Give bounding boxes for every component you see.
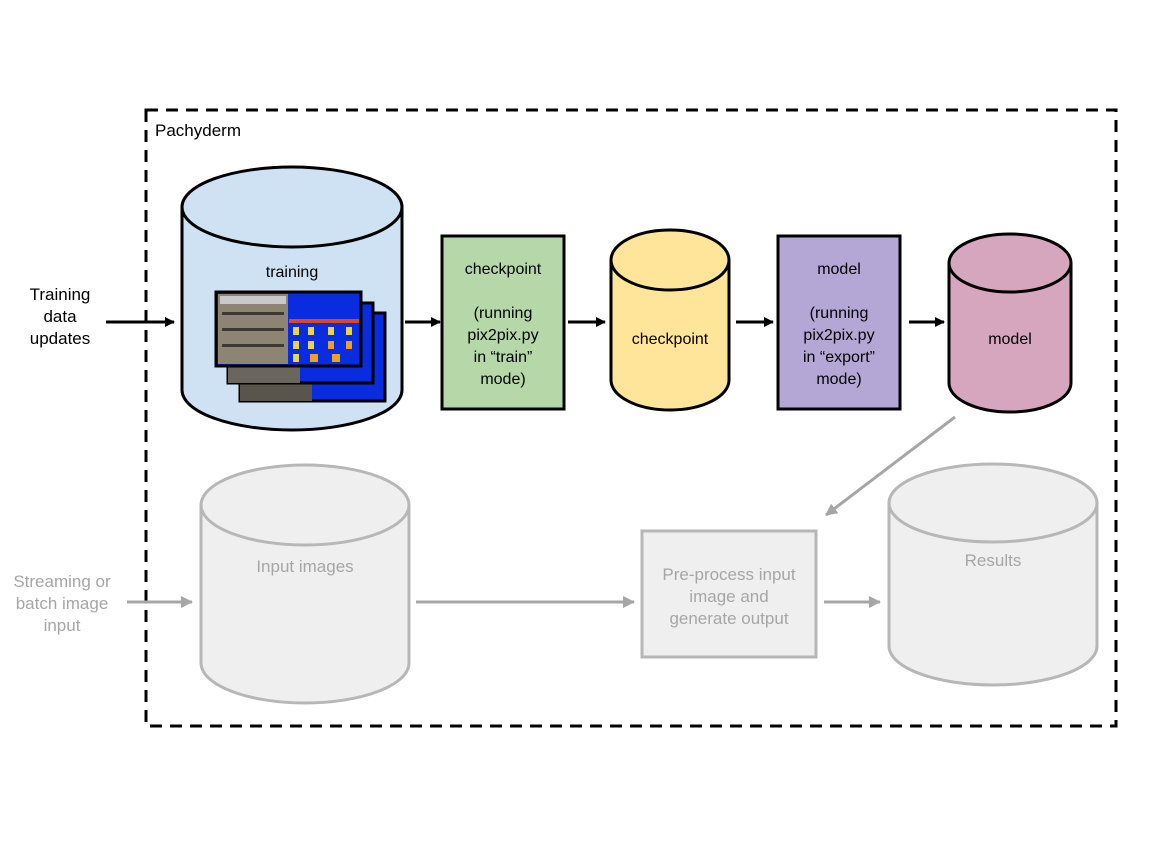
model-pipeline[interactable]: model (running pix2pix.py in “export” mo… xyxy=(776,234,902,411)
results-label: Results xyxy=(965,551,1022,570)
label-map xyxy=(289,319,359,323)
model-pipeline-desc-4: mode) xyxy=(816,371,861,388)
checkpoint-pipeline-title: checkpoint xyxy=(465,261,542,278)
checkpoint-pipeline[interactable]: checkpoint (running pix2pix.py in “train… xyxy=(440,234,566,411)
svg-text:Training: Training xyxy=(30,285,91,304)
preprocess-label-1: Pre-process input xyxy=(662,565,796,584)
input-images-repo[interactable]: Input images xyxy=(199,463,411,705)
model-pipeline-desc-1: (running xyxy=(810,305,869,322)
svg-text:batch image: batch image xyxy=(16,594,109,613)
pachyderm-label: Pachyderm xyxy=(155,121,241,140)
streaming-input-label: Streaming or batch image input xyxy=(13,572,111,635)
checkpoint-repo[interactable]: checkpoint xyxy=(609,228,731,412)
svg-text:data: data xyxy=(43,307,77,326)
checkpoint-pipeline-desc-4: mode) xyxy=(480,371,525,388)
preprocess-pipeline[interactable]: Pre-process input image and generate out… xyxy=(640,529,818,659)
checkpoint-pipeline-desc-1: (running xyxy=(474,305,533,322)
svg-text:input: input xyxy=(44,616,81,635)
model-pipeline-title: model xyxy=(817,261,861,278)
preprocess-label-3: generate output xyxy=(669,609,788,628)
model-repo[interactable]: model xyxy=(947,232,1073,414)
results-repo[interactable]: Results xyxy=(887,462,1099,687)
training-image-stack xyxy=(214,290,387,403)
training-repo-label: training xyxy=(266,264,318,281)
checkpoint-repo-label: checkpoint xyxy=(632,331,709,348)
model-pipeline-desc-3: in “export” xyxy=(803,349,875,366)
pachyderm-container xyxy=(144,108,1118,728)
arrow-model-to-preprocess xyxy=(825,415,956,517)
model-repo-label: model xyxy=(988,331,1032,348)
svg-text:updates: updates xyxy=(30,329,91,348)
input-images-label: Input images xyxy=(256,557,353,576)
checkpoint-pipeline-desc-2: pix2pix.py xyxy=(467,327,538,344)
training-data-updates-label: Training data updates xyxy=(30,285,91,348)
training-repo[interactable]: training xyxy=(180,165,404,432)
model-pipeline-desc-2: pix2pix.py xyxy=(803,327,874,344)
checkpoint-pipeline-desc-3: in “train” xyxy=(474,349,533,366)
preprocess-label-2: image and xyxy=(689,587,768,606)
svg-text:Streaming or: Streaming or xyxy=(13,572,111,591)
